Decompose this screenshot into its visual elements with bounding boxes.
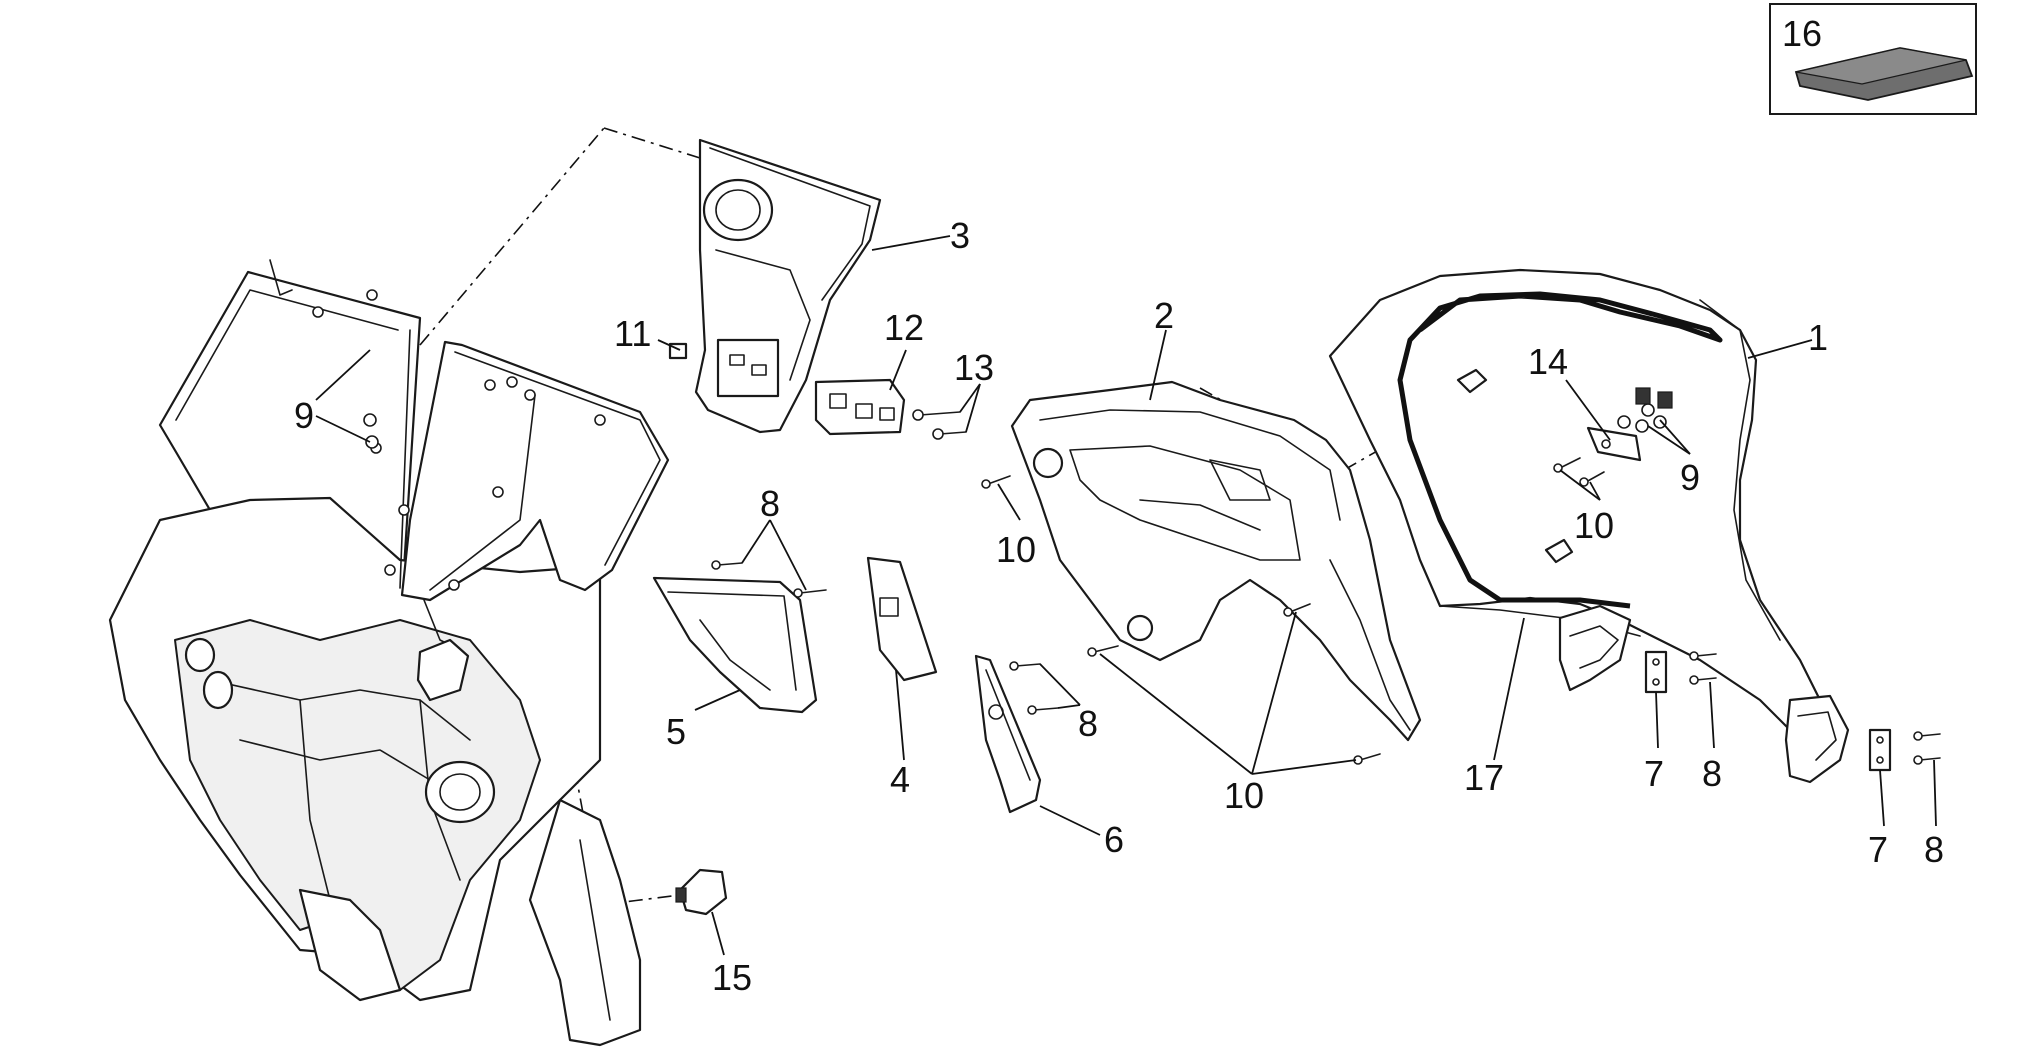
part-6-bracket bbox=[974, 654, 1042, 814]
label-10b: 10 bbox=[1224, 775, 1264, 816]
part-16-inset bbox=[1769, 3, 1977, 115]
label-8d: 8 bbox=[1078, 703, 1098, 744]
label-8b: 8 bbox=[1924, 829, 1944, 870]
part-3-duct-panel bbox=[694, 138, 882, 434]
label-9a: 9 bbox=[294, 395, 314, 436]
label-10c: 10 bbox=[1574, 505, 1614, 546]
leader-lines bbox=[315, 235, 1937, 956]
part-14-bracket bbox=[1586, 426, 1642, 462]
label-8a: 8 bbox=[1702, 753, 1722, 794]
part-15-connector bbox=[675, 868, 728, 916]
label-7a: 7 bbox=[1644, 753, 1664, 794]
label-16: 16 bbox=[1782, 13, 1822, 54]
callout-labels: 1 2 3 4 5 6 7 8 7 8 8 8 9 9 10 10 10 11 … bbox=[294, 13, 1944, 998]
label-2: 2 bbox=[1154, 295, 1174, 336]
label-6: 6 bbox=[1104, 819, 1124, 860]
label-8c: 8 bbox=[760, 483, 780, 524]
part-2-inner-panel bbox=[1010, 380, 1422, 742]
label-1: 1 bbox=[1808, 317, 1828, 358]
front-shield-assembly bbox=[108, 259, 670, 1047]
label-13: 13 bbox=[954, 347, 994, 388]
label-9b: 9 bbox=[1680, 457, 1700, 498]
part-12-bracket bbox=[814, 378, 906, 436]
part-13-screws bbox=[912, 409, 967, 440]
label-5: 5 bbox=[666, 711, 686, 752]
part-5-side-cover bbox=[652, 576, 818, 714]
part-9-nuts bbox=[363, 387, 1673, 449]
label-7b: 7 bbox=[1868, 829, 1888, 870]
part-4-plate bbox=[866, 556, 938, 682]
label-12: 12 bbox=[884, 307, 924, 348]
label-14: 14 bbox=[1528, 341, 1568, 382]
part-1-side-panel bbox=[1328, 268, 1850, 784]
label-11: 11 bbox=[614, 313, 651, 354]
label-15: 15 bbox=[712, 957, 752, 998]
label-17: 17 bbox=[1464, 757, 1504, 798]
label-10a: 10 bbox=[996, 529, 1036, 570]
label-4: 4 bbox=[890, 759, 910, 800]
label-3: 3 bbox=[950, 215, 970, 256]
